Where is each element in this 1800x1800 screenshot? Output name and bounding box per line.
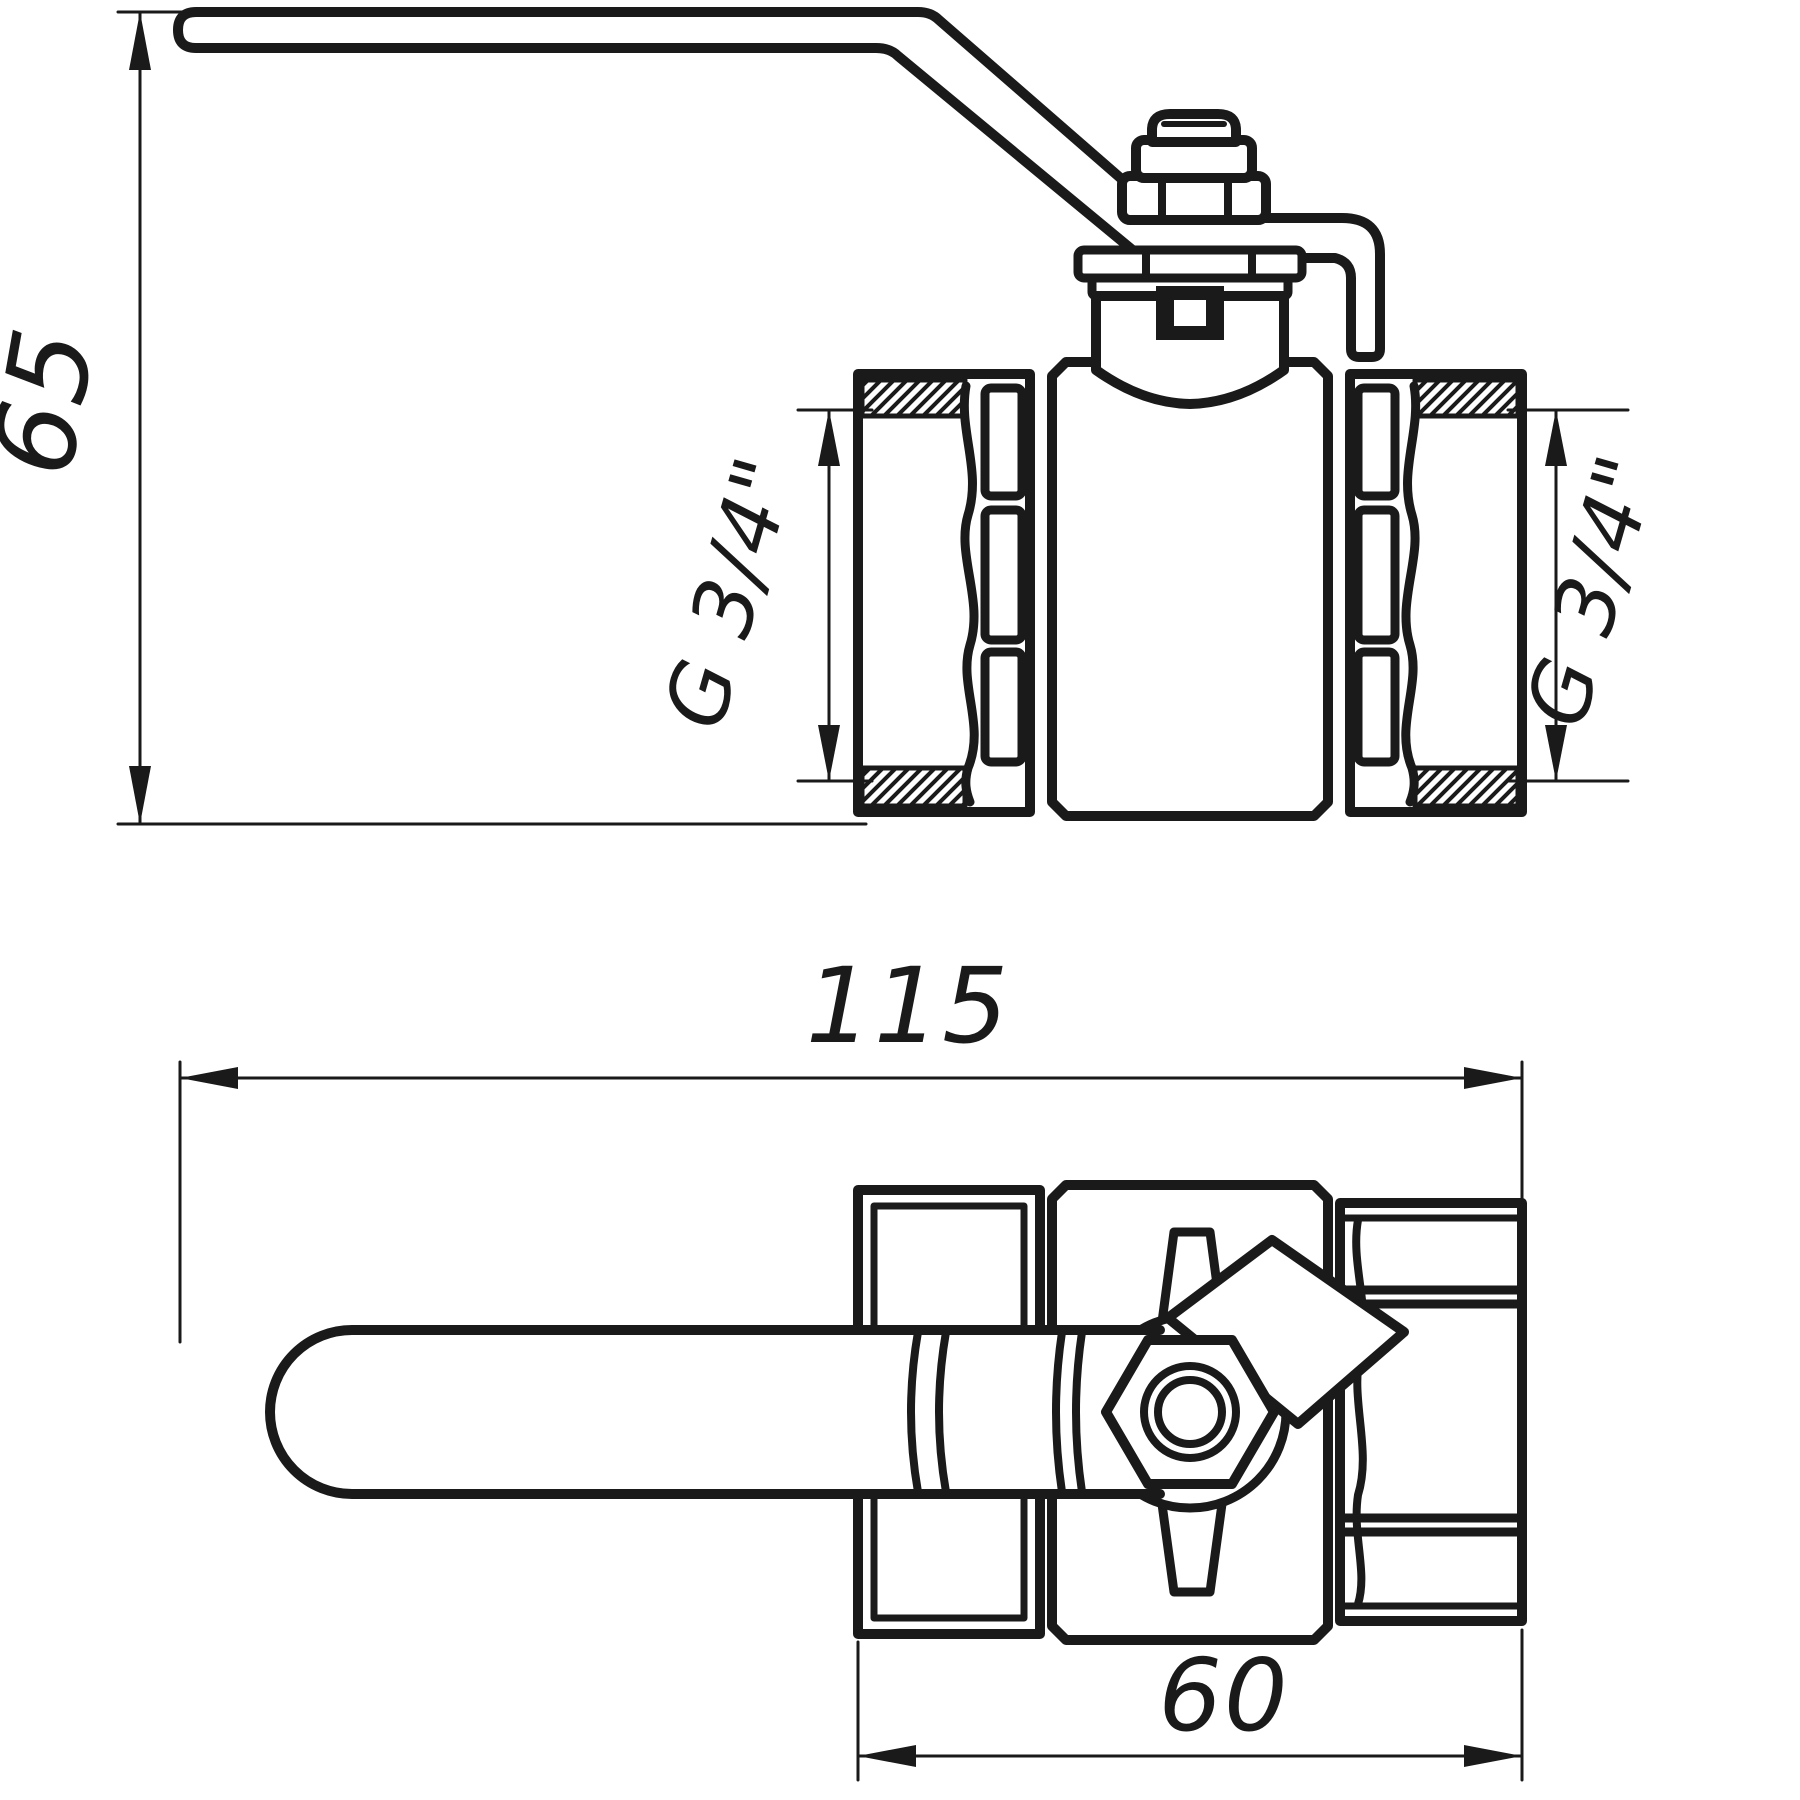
- thread-break-line-top-view: [1352, 1216, 1368, 1608]
- thread-hatch-bottom-right: [1412, 765, 1521, 809]
- dimension-60: [856, 1628, 1524, 1782]
- handle-bar-top: [265, 1325, 1165, 1499]
- valve-body-front: [1047, 357, 1333, 821]
- dim-label-60: 60: [1158, 1637, 1289, 1754]
- arrowhead-up: [129, 12, 151, 70]
- dim-label-thread-left: G 3/4": [645, 445, 816, 739]
- thread-break-line-left: [959, 381, 979, 807]
- stem-cap: [1147, 109, 1241, 147]
- stop-lug-bottom: [1157, 1499, 1227, 1597]
- arrowhead-right: [1464, 1067, 1522, 1089]
- front-view: [116, 7, 1630, 826]
- dim-label-thread-right: G 3/4": [1507, 443, 1678, 737]
- dimension-65: [116, 10, 868, 826]
- bonnet: [1091, 291, 1289, 409]
- thread-hatch-top-left: [859, 377, 968, 419]
- top-view: [178, 1060, 1527, 1782]
- arrowhead-down: [129, 766, 151, 824]
- right-port-front: [1345, 369, 1527, 817]
- bonnet-notch-hole: [1174, 300, 1206, 326]
- thread-break-line-right: [1401, 381, 1421, 807]
- thread-hatch-top-right: [1412, 377, 1521, 419]
- dimension-thread-left: [796, 408, 874, 783]
- dimension-115: [178, 1060, 1524, 1344]
- dimension-thread-right: [1506, 408, 1630, 783]
- left-port-front: [853, 369, 1035, 817]
- dim-label-115: 115: [806, 945, 1011, 1067]
- thread-hatch-bottom-left: [859, 765, 968, 809]
- arrowhead-left: [180, 1067, 238, 1089]
- right-port-top: [1335, 1198, 1527, 1626]
- dim-label-65: 65: [0, 318, 121, 485]
- stem-nut-stack: [1117, 109, 1271, 225]
